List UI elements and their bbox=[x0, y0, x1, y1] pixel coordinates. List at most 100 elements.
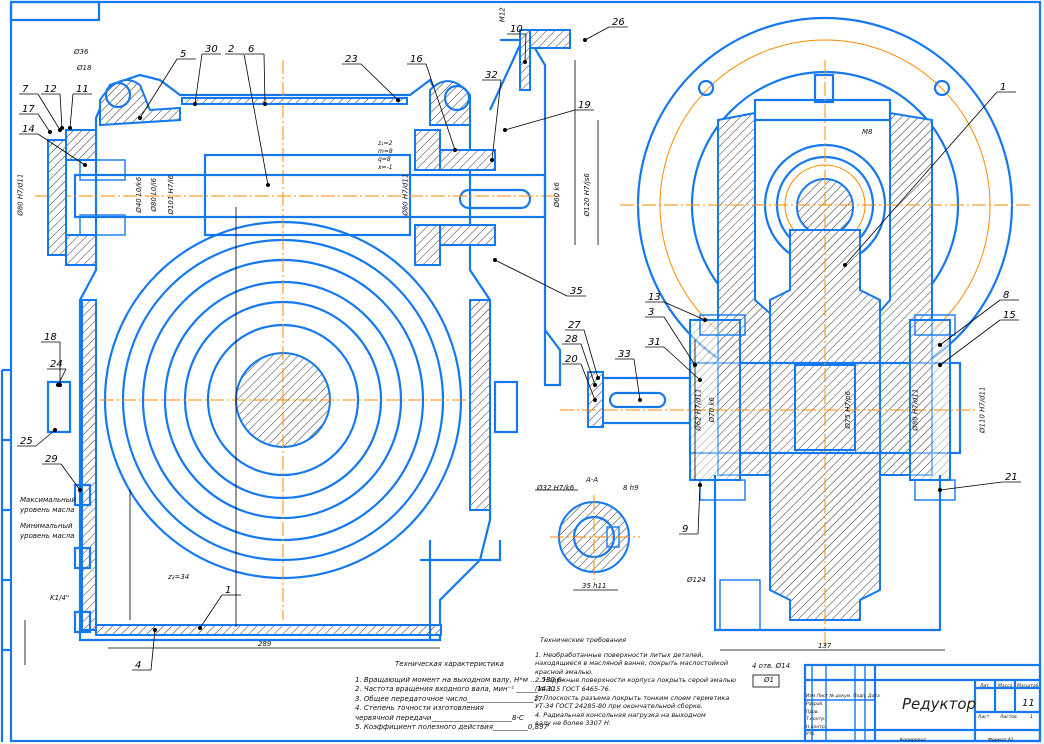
callout-number: 2 bbox=[228, 44, 234, 55]
callout-leader-line bbox=[243, 53, 269, 186]
key-width-label: 8 h9 bbox=[623, 484, 639, 492]
drawing-title: Редуктор bbox=[902, 695, 977, 713]
callout-leader-line bbox=[425, 63, 456, 151]
dim-wheel-2: Ø75 H7/p6 bbox=[844, 390, 853, 429]
callout-dot bbox=[938, 488, 942, 492]
row: Разраб. bbox=[806, 702, 824, 707]
title-block-cols: Изм Лист № докум. Подп. Дата bbox=[806, 692, 880, 702]
callout-dot bbox=[493, 258, 497, 262]
dim-worm-1: Ø40 L0/k6 bbox=[135, 176, 144, 213]
callout-leader-line bbox=[60, 463, 81, 491]
tr-line: 2. Наружные поверхности корпуса покрыть … bbox=[535, 676, 737, 685]
sheet-frame bbox=[9, 0, 1042, 743]
col: Лист bbox=[816, 694, 828, 699]
callout-number: 25 bbox=[20, 436, 33, 447]
callout-number: 27 bbox=[568, 320, 581, 331]
note-line: уровень масла bbox=[20, 531, 75, 540]
callout-number: 4 bbox=[135, 660, 141, 671]
col: Подп. bbox=[853, 694, 867, 699]
corner-box bbox=[9, 0, 101, 22]
row: Т.контр. bbox=[806, 717, 826, 722]
max-oil-level-note: Максимальный уровень масла bbox=[20, 496, 76, 515]
callout-leader-line bbox=[494, 259, 568, 297]
callout-number: 1 bbox=[225, 585, 231, 596]
inspection-cover bbox=[181, 97, 408, 105]
callout-10: 10 bbox=[507, 24, 527, 64]
callout-number: 21 bbox=[1005, 472, 1018, 483]
callout-number: 26 bbox=[612, 17, 625, 28]
callout-leader-line bbox=[504, 109, 576, 131]
title-block-rows: Разраб. Пров. Т.контр. Н.контр. Утв. bbox=[806, 701, 826, 739]
dim-output-1: Ø60 k6 bbox=[552, 182, 561, 208]
callout-16: 16 bbox=[407, 54, 457, 152]
callout-dot bbox=[638, 398, 642, 402]
callout-number: 16 bbox=[410, 54, 423, 65]
min-oil-level-note: Минимальный уровень масла bbox=[20, 522, 74, 541]
tc-line: 2. Частота вращения входного вала, мин⁻¹… bbox=[355, 685, 556, 693]
callout-number: 10 bbox=[510, 24, 523, 35]
callout-number: 13 bbox=[648, 292, 661, 303]
callout-dot bbox=[938, 363, 942, 367]
callout-dot bbox=[938, 343, 942, 347]
callout-1: 1 bbox=[843, 82, 1016, 267]
callout-leader-line bbox=[580, 363, 596, 401]
callout-number: 17 bbox=[22, 104, 35, 115]
d124-label: Ø124 bbox=[687, 576, 706, 584]
param: z₁=2 bbox=[378, 140, 393, 147]
callout-leader-line bbox=[139, 58, 178, 119]
tech-characteristics: Техническая характеристика 1. Вращающий … bbox=[355, 660, 561, 733]
callout-leader-line bbox=[199, 594, 223, 629]
callout-dot bbox=[138, 116, 142, 120]
tc-line: червячной передачи______________________… bbox=[355, 713, 524, 722]
callout-6: 6 bbox=[245, 44, 267, 106]
callout-dot bbox=[78, 488, 82, 492]
callout-number: 24 bbox=[50, 359, 63, 370]
note-line: уровень масла bbox=[20, 505, 75, 514]
callout-leader-line bbox=[57, 368, 67, 386]
callout-leader-line bbox=[263, 53, 266, 105]
callout-number: 3 bbox=[648, 307, 654, 318]
callout-number: 29 bbox=[45, 454, 58, 465]
callout-leader-line bbox=[663, 316, 696, 366]
callout-number: 33 bbox=[618, 349, 631, 360]
format-label: Формат A1 bbox=[988, 738, 1014, 743]
callout-32: 32 bbox=[482, 70, 502, 162]
callout-number: 11 bbox=[76, 84, 89, 95]
callout-dot bbox=[198, 626, 202, 630]
tr-line: 1. Необработанные поверхности литых дета… bbox=[535, 650, 704, 659]
worm bbox=[203, 153, 412, 237]
callout-number: 6 bbox=[248, 44, 254, 55]
dim-output-2: Ø120 H7/js6 bbox=[582, 173, 591, 217]
callout-leader-line bbox=[35, 429, 56, 447]
marker-label: Ø1 bbox=[764, 676, 774, 684]
callout-dot bbox=[266, 183, 270, 187]
callout-leader-line bbox=[150, 629, 156, 671]
callout-number: 8 bbox=[1003, 290, 1009, 301]
callout-number: 18 bbox=[44, 332, 57, 343]
dim-worm-2: Ø80 L0/l6 bbox=[150, 177, 159, 212]
row: Утв. bbox=[806, 732, 816, 737]
param: m=8 bbox=[378, 148, 393, 155]
annotation-z2: z₂=34 bbox=[168, 573, 190, 581]
callout-leader-line bbox=[663, 301, 706, 321]
tc-line: 1. Вращающий момент на выходном валу, Н*… bbox=[355, 675, 562, 684]
sheets-count: 1 bbox=[1030, 715, 1033, 720]
callout-number: 9 bbox=[682, 524, 688, 535]
annotation-plug: K1/4" bbox=[50, 594, 70, 602]
note-line: Минимальный bbox=[20, 522, 73, 530]
callout-leader-line bbox=[37, 93, 61, 131]
callout-number: 14 bbox=[22, 124, 35, 135]
callout-dot bbox=[60, 126, 64, 130]
callout-4: 4 bbox=[132, 628, 157, 671]
callout-leader-line bbox=[939, 299, 1001, 346]
callout-19: 19 bbox=[503, 100, 594, 132]
annotation-d36: Ø36 bbox=[74, 48, 89, 56]
callout-14: 14 bbox=[19, 124, 87, 167]
callout-dot bbox=[453, 148, 457, 152]
callout-8: 8 bbox=[938, 290, 1019, 347]
col: Дата bbox=[868, 694, 880, 699]
callout-7: 7 bbox=[19, 84, 62, 132]
callout-leader-line bbox=[844, 91, 998, 266]
callout-number: 30 bbox=[205, 44, 218, 55]
